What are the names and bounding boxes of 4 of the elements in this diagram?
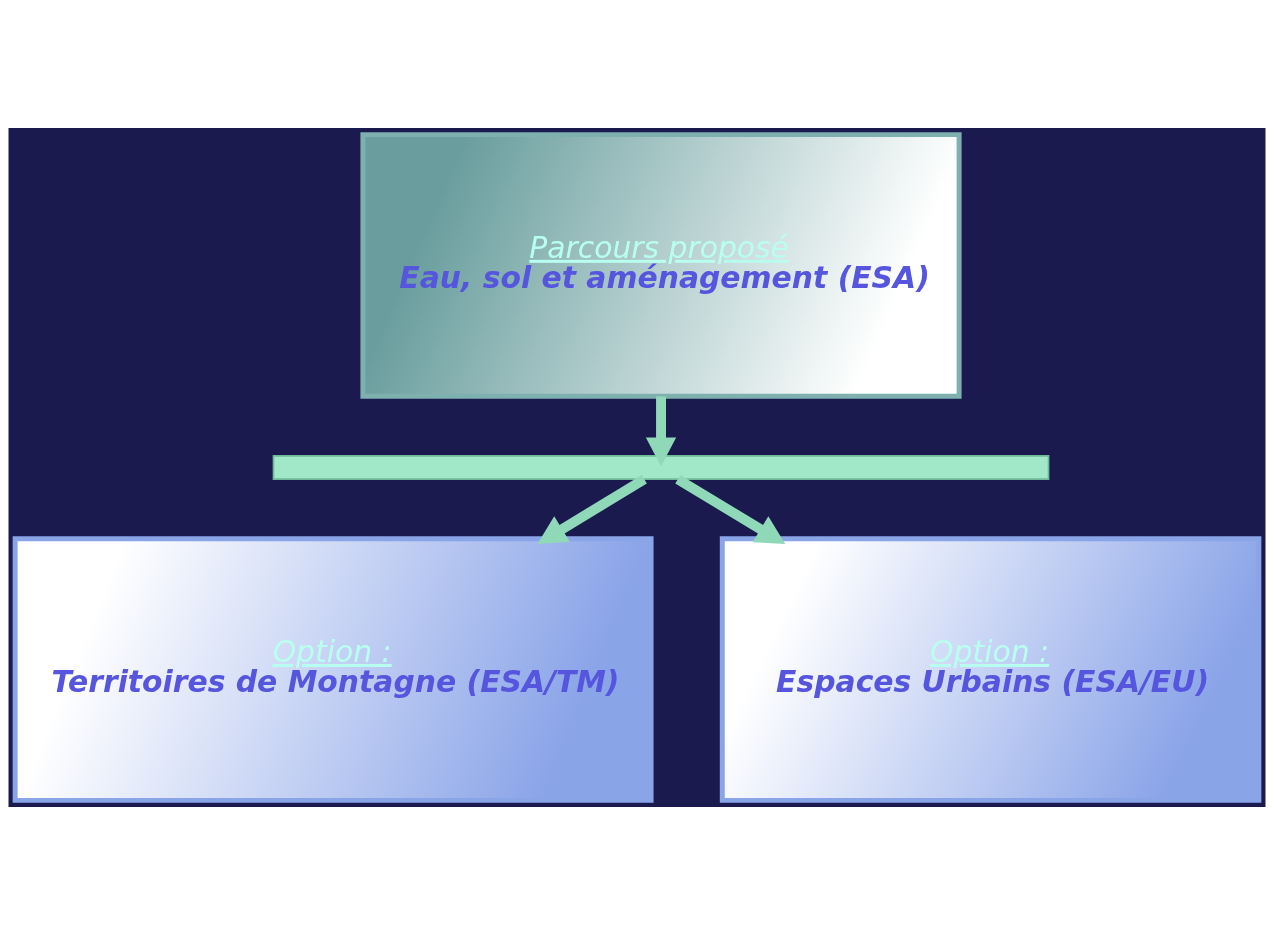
- node-bar: [272, 455, 1050, 480]
- arrow: [645, 396, 677, 467]
- arrow: [537, 475, 647, 545]
- arrow: [675, 475, 786, 545]
